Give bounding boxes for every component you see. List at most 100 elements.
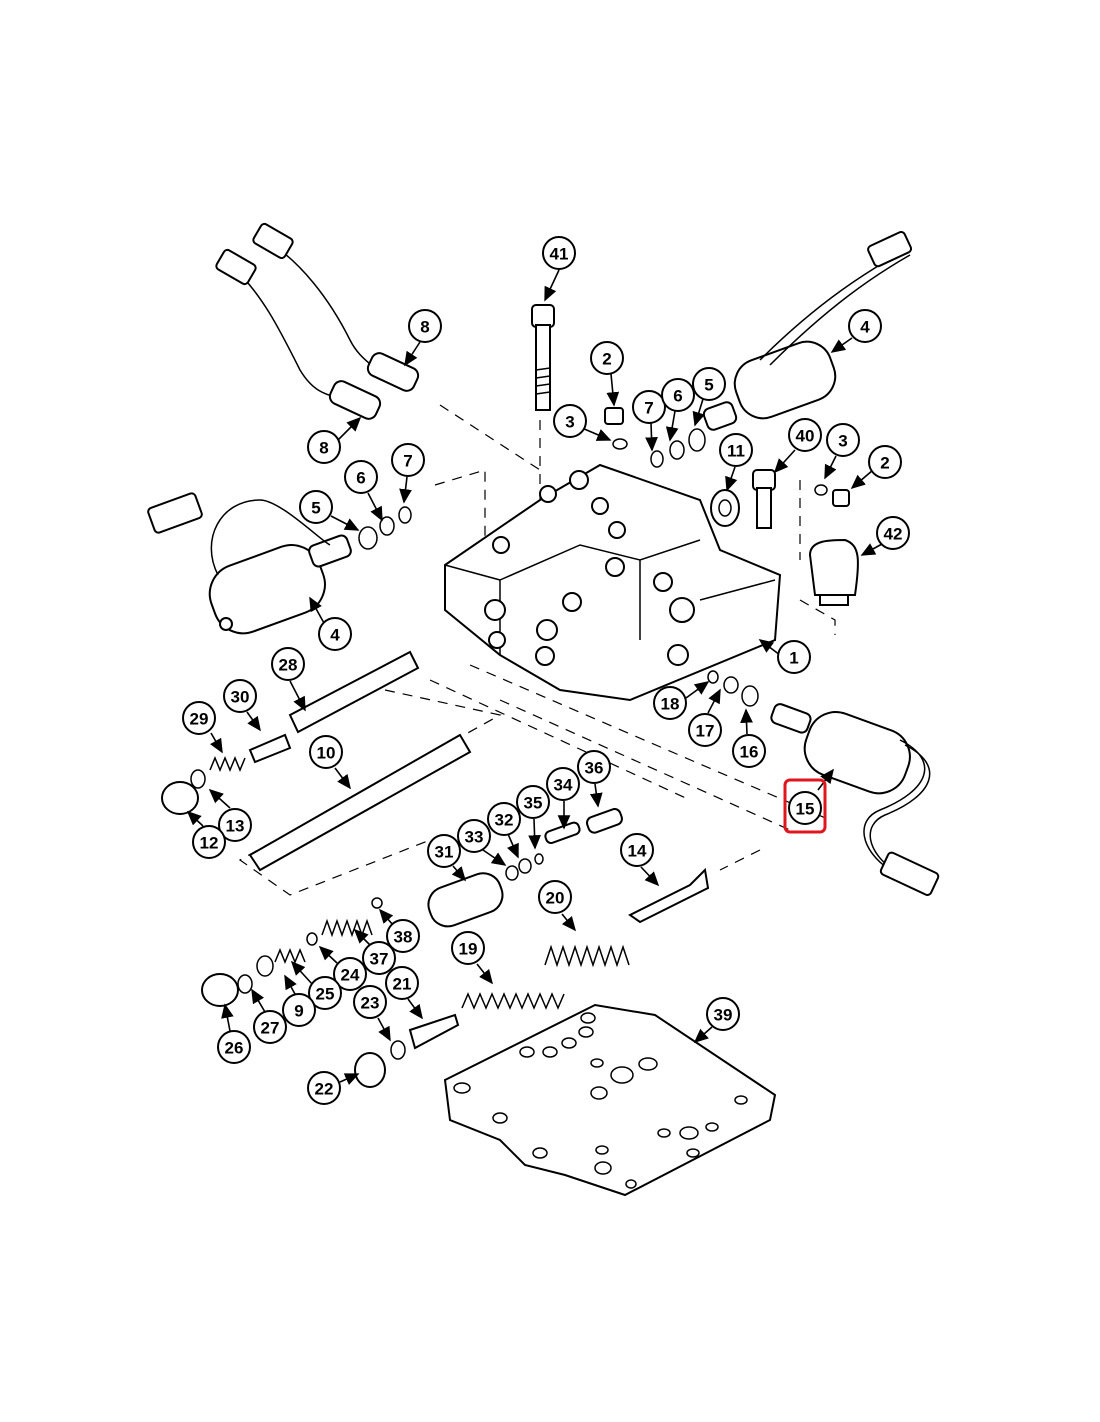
callout-11: 11: [719, 433, 753, 467]
callout-number: 7: [403, 452, 412, 471]
callout-circle: [318, 617, 352, 651]
callout-circle: [553, 404, 587, 438]
callout-2: 2: [590, 341, 624, 375]
callout-26: 26: [217, 1030, 251, 1064]
callout-number: 22: [315, 1080, 334, 1099]
callout-circle: [538, 880, 572, 914]
callout-12: 12: [192, 825, 226, 859]
callout-38: 38: [386, 919, 420, 953]
callout-25: 25: [308, 976, 342, 1010]
callout-circle: [391, 443, 425, 477]
callout-circle: [218, 808, 252, 842]
callout-number: 4: [330, 626, 340, 645]
callout-37: 37: [362, 941, 396, 975]
callout-circle: [788, 791, 822, 825]
callout-33: 33: [457, 819, 491, 853]
solenoid-left: [147, 492, 352, 635]
callout-number: 20: [546, 889, 565, 908]
callout-6: 6: [344, 460, 378, 494]
callout-20: 20: [538, 880, 572, 914]
callout-circle: [692, 367, 726, 401]
callout-circle: [299, 490, 333, 524]
callout-number: 18: [661, 695, 680, 714]
callout-number: 35: [524, 794, 543, 813]
callout-number: 3: [565, 413, 574, 432]
callout-31: 31: [427, 834, 461, 868]
callout-number: 21: [393, 975, 412, 994]
callout-circle: [308, 976, 342, 1010]
callout-circle: [577, 750, 611, 784]
callout-number: 37: [370, 950, 389, 969]
callout-circle: [876, 516, 910, 550]
pressure-switches: [215, 222, 420, 420]
callout-13: 13: [218, 808, 252, 842]
callout-circle: [590, 341, 624, 375]
callout-10: 10: [309, 735, 343, 769]
callout-5: 5: [692, 367, 726, 401]
separator-plate: [443, 1003, 777, 1197]
callout-circle: [282, 993, 316, 1027]
callout-number: 2: [880, 454, 889, 473]
callout-number: 41: [550, 245, 569, 264]
accumulator-11: [710, 489, 740, 527]
callout-number: 27: [261, 1019, 280, 1038]
callout-circle: [427, 834, 461, 868]
callout-number: 19: [459, 940, 478, 959]
plugs-and-orings: [358, 407, 850, 707]
callout-number: 31: [435, 843, 454, 862]
callout-circle: [344, 460, 378, 494]
callout-circle: [661, 378, 695, 412]
valve-body: [444, 463, 782, 702]
callout-18: 18: [653, 686, 687, 720]
callout-19: 19: [451, 931, 485, 965]
callout-number: 6: [356, 469, 365, 488]
callout-4: 4: [848, 309, 882, 343]
callout-circle: [826, 423, 860, 457]
callout-circle: [546, 767, 580, 801]
callout-circle: [848, 309, 882, 343]
callout-8: 8: [307, 430, 341, 464]
callout-23: 23: [353, 985, 387, 1019]
cap-42: [808, 538, 859, 606]
callout-number: 1: [789, 649, 798, 668]
bolt-40: [752, 469, 776, 529]
callout-number: 8: [319, 439, 328, 458]
callout-circle: [516, 785, 550, 819]
callout-number: 40: [796, 427, 815, 446]
callout-circle: [451, 931, 485, 965]
callout-circle: [309, 735, 343, 769]
callout-6: 6: [661, 378, 695, 412]
callout-29: 29: [182, 701, 216, 735]
callout-number: 42: [884, 525, 903, 544]
callout-number: 3: [838, 432, 847, 451]
callout-circle: [788, 418, 822, 452]
callout-3: 3: [553, 404, 587, 438]
solenoid-upper-right: [702, 230, 913, 431]
callout-circle: [192, 825, 226, 859]
callout-circle: [307, 430, 341, 464]
callout-27: 27: [253, 1010, 287, 1044]
callout-5: 5: [299, 490, 333, 524]
callout-4: 4: [318, 617, 352, 651]
callout-15: 15: [783, 778, 827, 834]
callout-number: 12: [200, 834, 219, 853]
callout-circle: [386, 919, 420, 953]
bolt: [531, 304, 555, 411]
callout-number: 13: [226, 817, 245, 836]
callout-14: 14: [620, 833, 654, 867]
callout-24: 24: [333, 957, 367, 991]
callout-circle: [271, 647, 305, 681]
callout-number: 36: [585, 759, 604, 778]
callout-number: 8: [420, 318, 429, 337]
callout-41: 41: [542, 236, 576, 270]
callout-number: 33: [465, 828, 484, 847]
callout-circle: [457, 819, 491, 853]
callout-circle: [307, 1071, 341, 1105]
callout-circle: [487, 802, 521, 836]
callout-circle: [777, 640, 811, 674]
callout-circle: [868, 445, 902, 479]
callout-35: 35: [516, 785, 550, 819]
callout-circle: [620, 833, 654, 867]
callout-number: 4: [860, 318, 870, 337]
